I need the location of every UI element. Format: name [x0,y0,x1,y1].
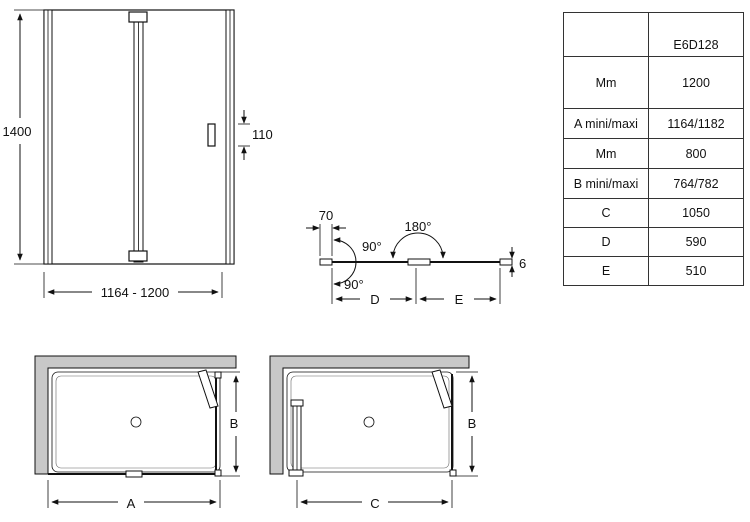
table-row: E 510 [563,256,744,286]
angle-open-label: 180° [405,219,432,234]
table-cell-value: 590 [648,227,744,257]
wall-right [269,355,470,475]
layout-left-depth-label: B [230,416,239,431]
table-cell-label: Mm [563,138,649,169]
drain [363,416,375,428]
spec-table: E6D128 Mm 1200 A mini/maxi 1164/1182 Mm … [563,12,744,286]
handle-dimension [238,110,250,160]
table-header-row: E6D128 [563,12,744,57]
table-row: Mm 1200 [563,56,744,109]
wall-left [34,355,237,475]
table-row: Mm 800 [563,138,744,169]
table-cell-value: 1050 [648,198,744,228]
angle-in-label: 90° [362,239,382,254]
plan-detail [306,224,515,304]
table-cell-label: E [563,256,649,286]
table-cell-label: D [563,227,649,257]
table-row: C 1050 [563,198,744,228]
layout-right-dimensions [296,371,478,508]
width-dimension [43,272,223,298]
table-row: D 590 [563,227,744,257]
table-cell-label: C [563,198,649,228]
layout-right-width-label: C [370,496,379,511]
bottom-hinge [128,250,148,262]
height-label: 1400 [3,124,32,139]
e-label: E [455,292,464,307]
angle-open-arc [390,232,446,259]
layout-right-depth-label: B [468,416,477,431]
table-cell-value: 1164/1182 [648,108,744,139]
table-row: A mini/maxi 1164/1182 [563,108,744,139]
angle-out-arc [333,261,357,287]
plan-layout-left [34,355,237,478]
table-cell-label: Mm [563,56,649,109]
table-cell-value: 764/782 [648,168,744,199]
handle-label: 110 [252,127,273,142]
layout-left-width-label: A [127,496,136,511]
table-cell-value: 800 [648,138,744,169]
table-cell-label: B mini/maxi [563,168,649,199]
top-hinge [128,11,148,23]
plan-layout-right [269,355,470,477]
offset-label: 70 [319,208,333,223]
table-cell-value: 510 [648,256,744,286]
table-header-cell: E6D128 [648,12,744,57]
table-cell-label: A mini/maxi [563,108,649,139]
table-row: B mini/maxi 764/782 [563,168,744,199]
table-cell-value: 1200 [648,56,744,109]
d-label: D [370,292,379,307]
layout-left-dimensions [47,371,240,508]
angle-out-label: 90° [344,277,364,292]
front-elevation [43,9,235,265]
table-header-cell [563,12,649,57]
angle-in-arc [333,237,357,263]
width-label: 1164 - 1200 [101,285,169,300]
drain [130,416,142,428]
height-dimension [14,9,44,265]
door-handle [207,123,216,147]
thickness-label: 6 [519,256,526,271]
